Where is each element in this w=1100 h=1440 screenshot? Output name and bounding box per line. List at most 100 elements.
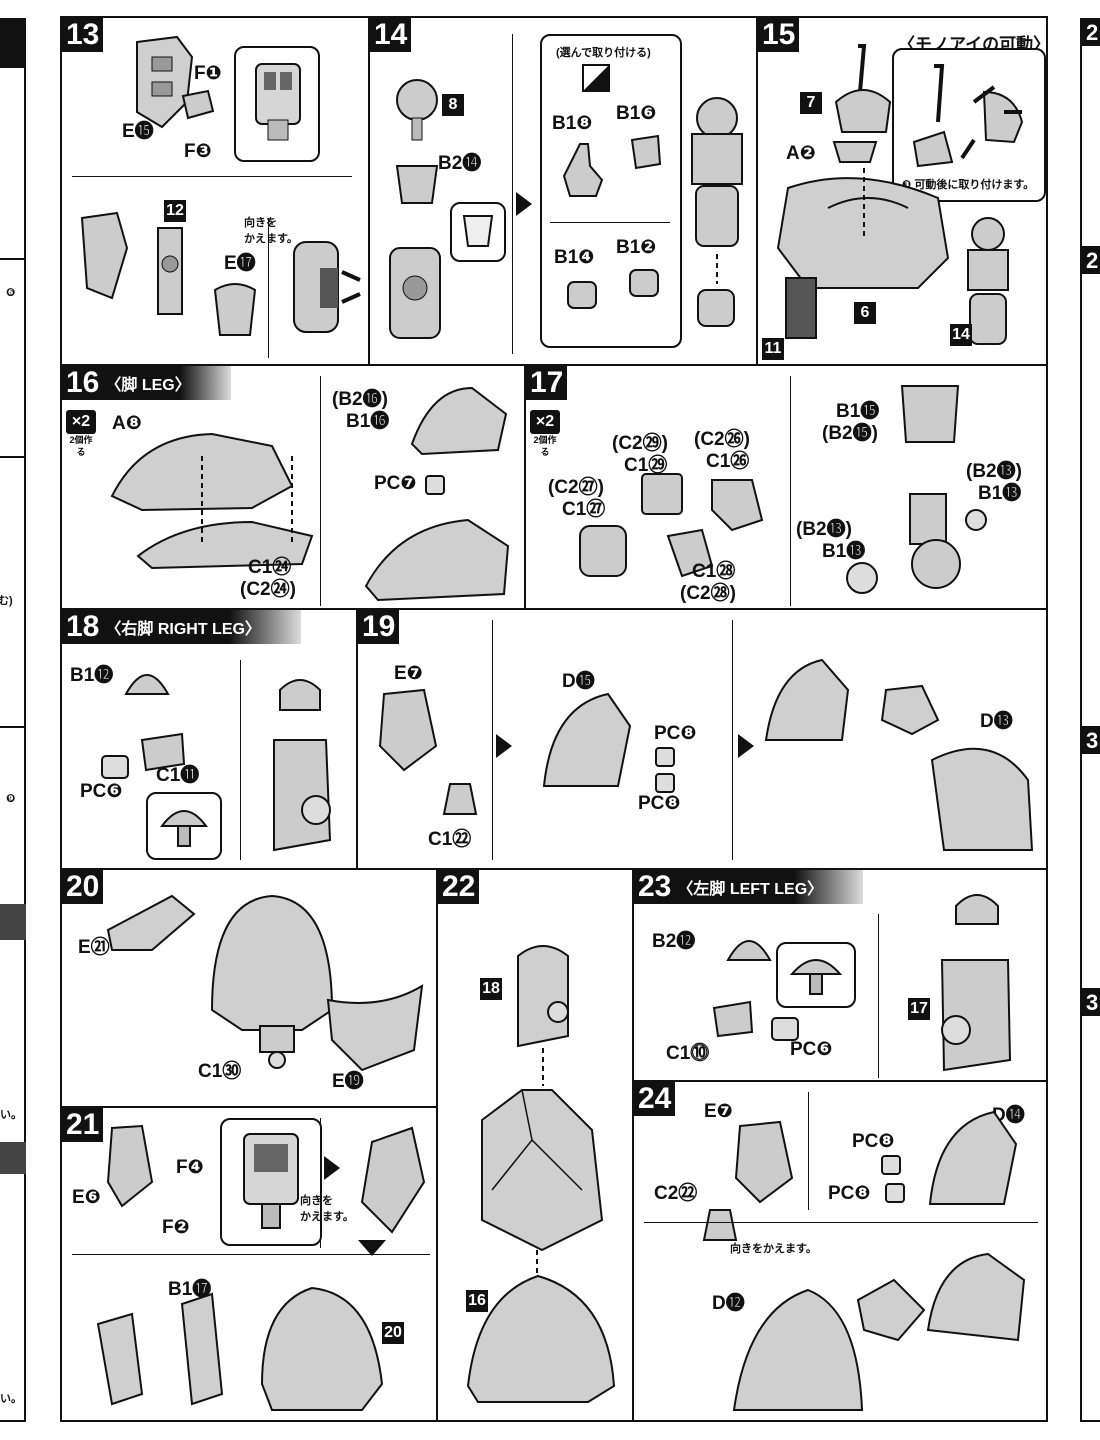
divider-line <box>644 1222 1038 1223</box>
part-drawing-thigh-assembly <box>517 945 569 1086</box>
part-drawing-polycap <box>655 747 675 767</box>
part-drawing-ankle <box>442 783 478 815</box>
orientation-note: 向きを かえます。 <box>300 1195 354 1223</box>
part-label: C2㉒ <box>654 1183 698 1204</box>
step-header: 16 〈脚 LEG〉 <box>62 366 231 400</box>
part-drawing-antenna-head <box>834 44 892 133</box>
step-number: 16 <box>66 366 100 399</box>
part-drawing-polycap <box>425 475 445 495</box>
part-label: B1❽ <box>552 113 593 134</box>
sidebar-divider <box>0 258 26 260</box>
divider-line <box>320 1118 321 1248</box>
part-drawing-upper-arm <box>389 247 441 339</box>
part-drawing-ankle <box>702 1209 738 1241</box>
part-label: F❶ <box>194 63 222 84</box>
part-label: F❸ <box>184 141 212 162</box>
part-label: PC❽ <box>654 723 697 744</box>
part-label: E⓳ <box>332 1071 364 1092</box>
part-drawing-polycap <box>655 773 675 793</box>
sidebar-glyph: い。 <box>0 1109 22 1121</box>
part-id-box: 18 <box>480 978 502 1000</box>
part-drawing-hand <box>630 134 662 170</box>
make-two-count: ×2 <box>530 410 560 434</box>
part-drawing-detail <box>160 810 208 847</box>
part-drawing-dome-cap <box>124 674 170 695</box>
part-label: F❹ <box>176 1157 204 1178</box>
orientation-note: 向きを かえます。 <box>244 217 298 245</box>
sidebar-section-bar <box>0 904 26 940</box>
part-id-box: 14 <box>950 324 972 346</box>
part-drawing-lower-arm <box>80 211 129 300</box>
step-number: 13 <box>62 18 104 52</box>
sidebar-glyph: ❻ <box>6 287 16 299</box>
part-drawing-dome-cap <box>726 940 772 961</box>
part-id-box: 17 <box>908 998 930 1020</box>
part-label: B1❷ <box>616 237 657 258</box>
part-drawing-foot-upper <box>110 432 294 512</box>
part-drawing-monoeye-movement <box>912 64 1024 168</box>
part-drawing-detail <box>255 63 301 141</box>
next-step-arrow-icon <box>738 734 754 758</box>
part-id-box: 11 <box>762 338 784 360</box>
part-drawing-knee-parts <box>579 473 764 578</box>
part-label: (B2⓯) <box>822 423 878 444</box>
part-label: E㉑ <box>78 937 110 958</box>
part-label: PC❼ <box>374 473 417 494</box>
step-number: 19 <box>358 610 400 644</box>
sidebar-glyph: む) <box>0 595 13 607</box>
sidebar-glyph: ❾ <box>6 793 16 805</box>
part-id-box: 8 <box>442 94 464 116</box>
detail-inset <box>234 46 320 162</box>
part-drawing-shin-cover <box>900 385 960 443</box>
make-two-badge: ×2 2個作る <box>530 410 560 458</box>
part-drawing-knee-cap <box>846 562 878 594</box>
part-label: C1㉖ <box>706 451 750 472</box>
sidebar-divider <box>1082 246 1100 248</box>
step-title: 〈脚 LEG〉 <box>105 377 191 394</box>
divider-line <box>550 222 670 223</box>
step-number: 17 <box>526 366 568 400</box>
sidebar-section-bar <box>0 1142 26 1174</box>
part-drawing-claw <box>213 283 257 336</box>
part-drawing-arm-assembly <box>967 217 1009 345</box>
part-label: E❼ <box>704 1101 733 1122</box>
part-label: (C2㉗) <box>548 477 604 498</box>
part-label: B2⓮ <box>438 153 482 174</box>
part-drawing-shin-plate <box>378 688 438 772</box>
part-drawing-frame <box>157 227 183 315</box>
next-step-arrow-icon <box>324 1156 340 1180</box>
part-label: B1❻ <box>616 103 657 124</box>
next-step-arrow-icon <box>358 1240 386 1256</box>
part-label: D⓬ <box>712 1293 745 1314</box>
part-label: C1㉗ <box>562 499 606 520</box>
step-20-panel: 20 E㉑ C1㉚ E⓳ <box>60 868 438 1108</box>
step-22-panel: 22 18 16 <box>436 868 634 1422</box>
step-number: 14 <box>370 18 412 52</box>
divider-line <box>320 376 321 606</box>
part-drawing-foot-sole <box>136 456 314 570</box>
part-label: (B2⓭) <box>796 519 852 540</box>
part-drawing-fist <box>567 281 597 309</box>
part-label: D⓯ <box>562 671 595 692</box>
part-drawing-hip-joint <box>712 1000 799 1041</box>
part-label: PC❽ <box>828 1183 871 1204</box>
part-drawing-torso <box>776 168 950 339</box>
make-two-badge: ×2 2個作る <box>66 410 96 458</box>
step-title: 〈左脚 LEFT LEG〉 <box>677 881 824 898</box>
right-sidebar-fragment: 2 2 3 3 <box>1080 18 1100 1422</box>
part-label: B1❹ <box>554 247 595 268</box>
part-drawing-assembled-joint <box>293 241 361 333</box>
part-drawing-cup <box>395 165 439 204</box>
step-header: 18 〈右脚 RIGHT LEG〉 <box>62 610 301 644</box>
part-label: C1㉙ <box>624 455 668 476</box>
left-sidebar-fragment: ❻ む) ❾ い。 い。 <box>0 18 26 1422</box>
part-drawing-foot-assembled <box>364 518 510 602</box>
part-drawing-lower-leg <box>481 1089 604 1280</box>
step-19-panel: 19 E❼ C1㉒ D⓯ PC❽ PC❽ D⓭ <box>356 608 1048 870</box>
part-drawing-thigh <box>940 894 1012 1072</box>
part-label: PC❽ <box>638 793 681 814</box>
detail-inset <box>450 202 506 262</box>
part-label: C1⓫ <box>156 765 200 786</box>
part-label: B1⓭ <box>978 483 1022 504</box>
step-14-panel: 14 8 B2⓮ (選んで取り付ける) B1❽ B1❻ B1❹ B1❷ <box>368 16 758 366</box>
